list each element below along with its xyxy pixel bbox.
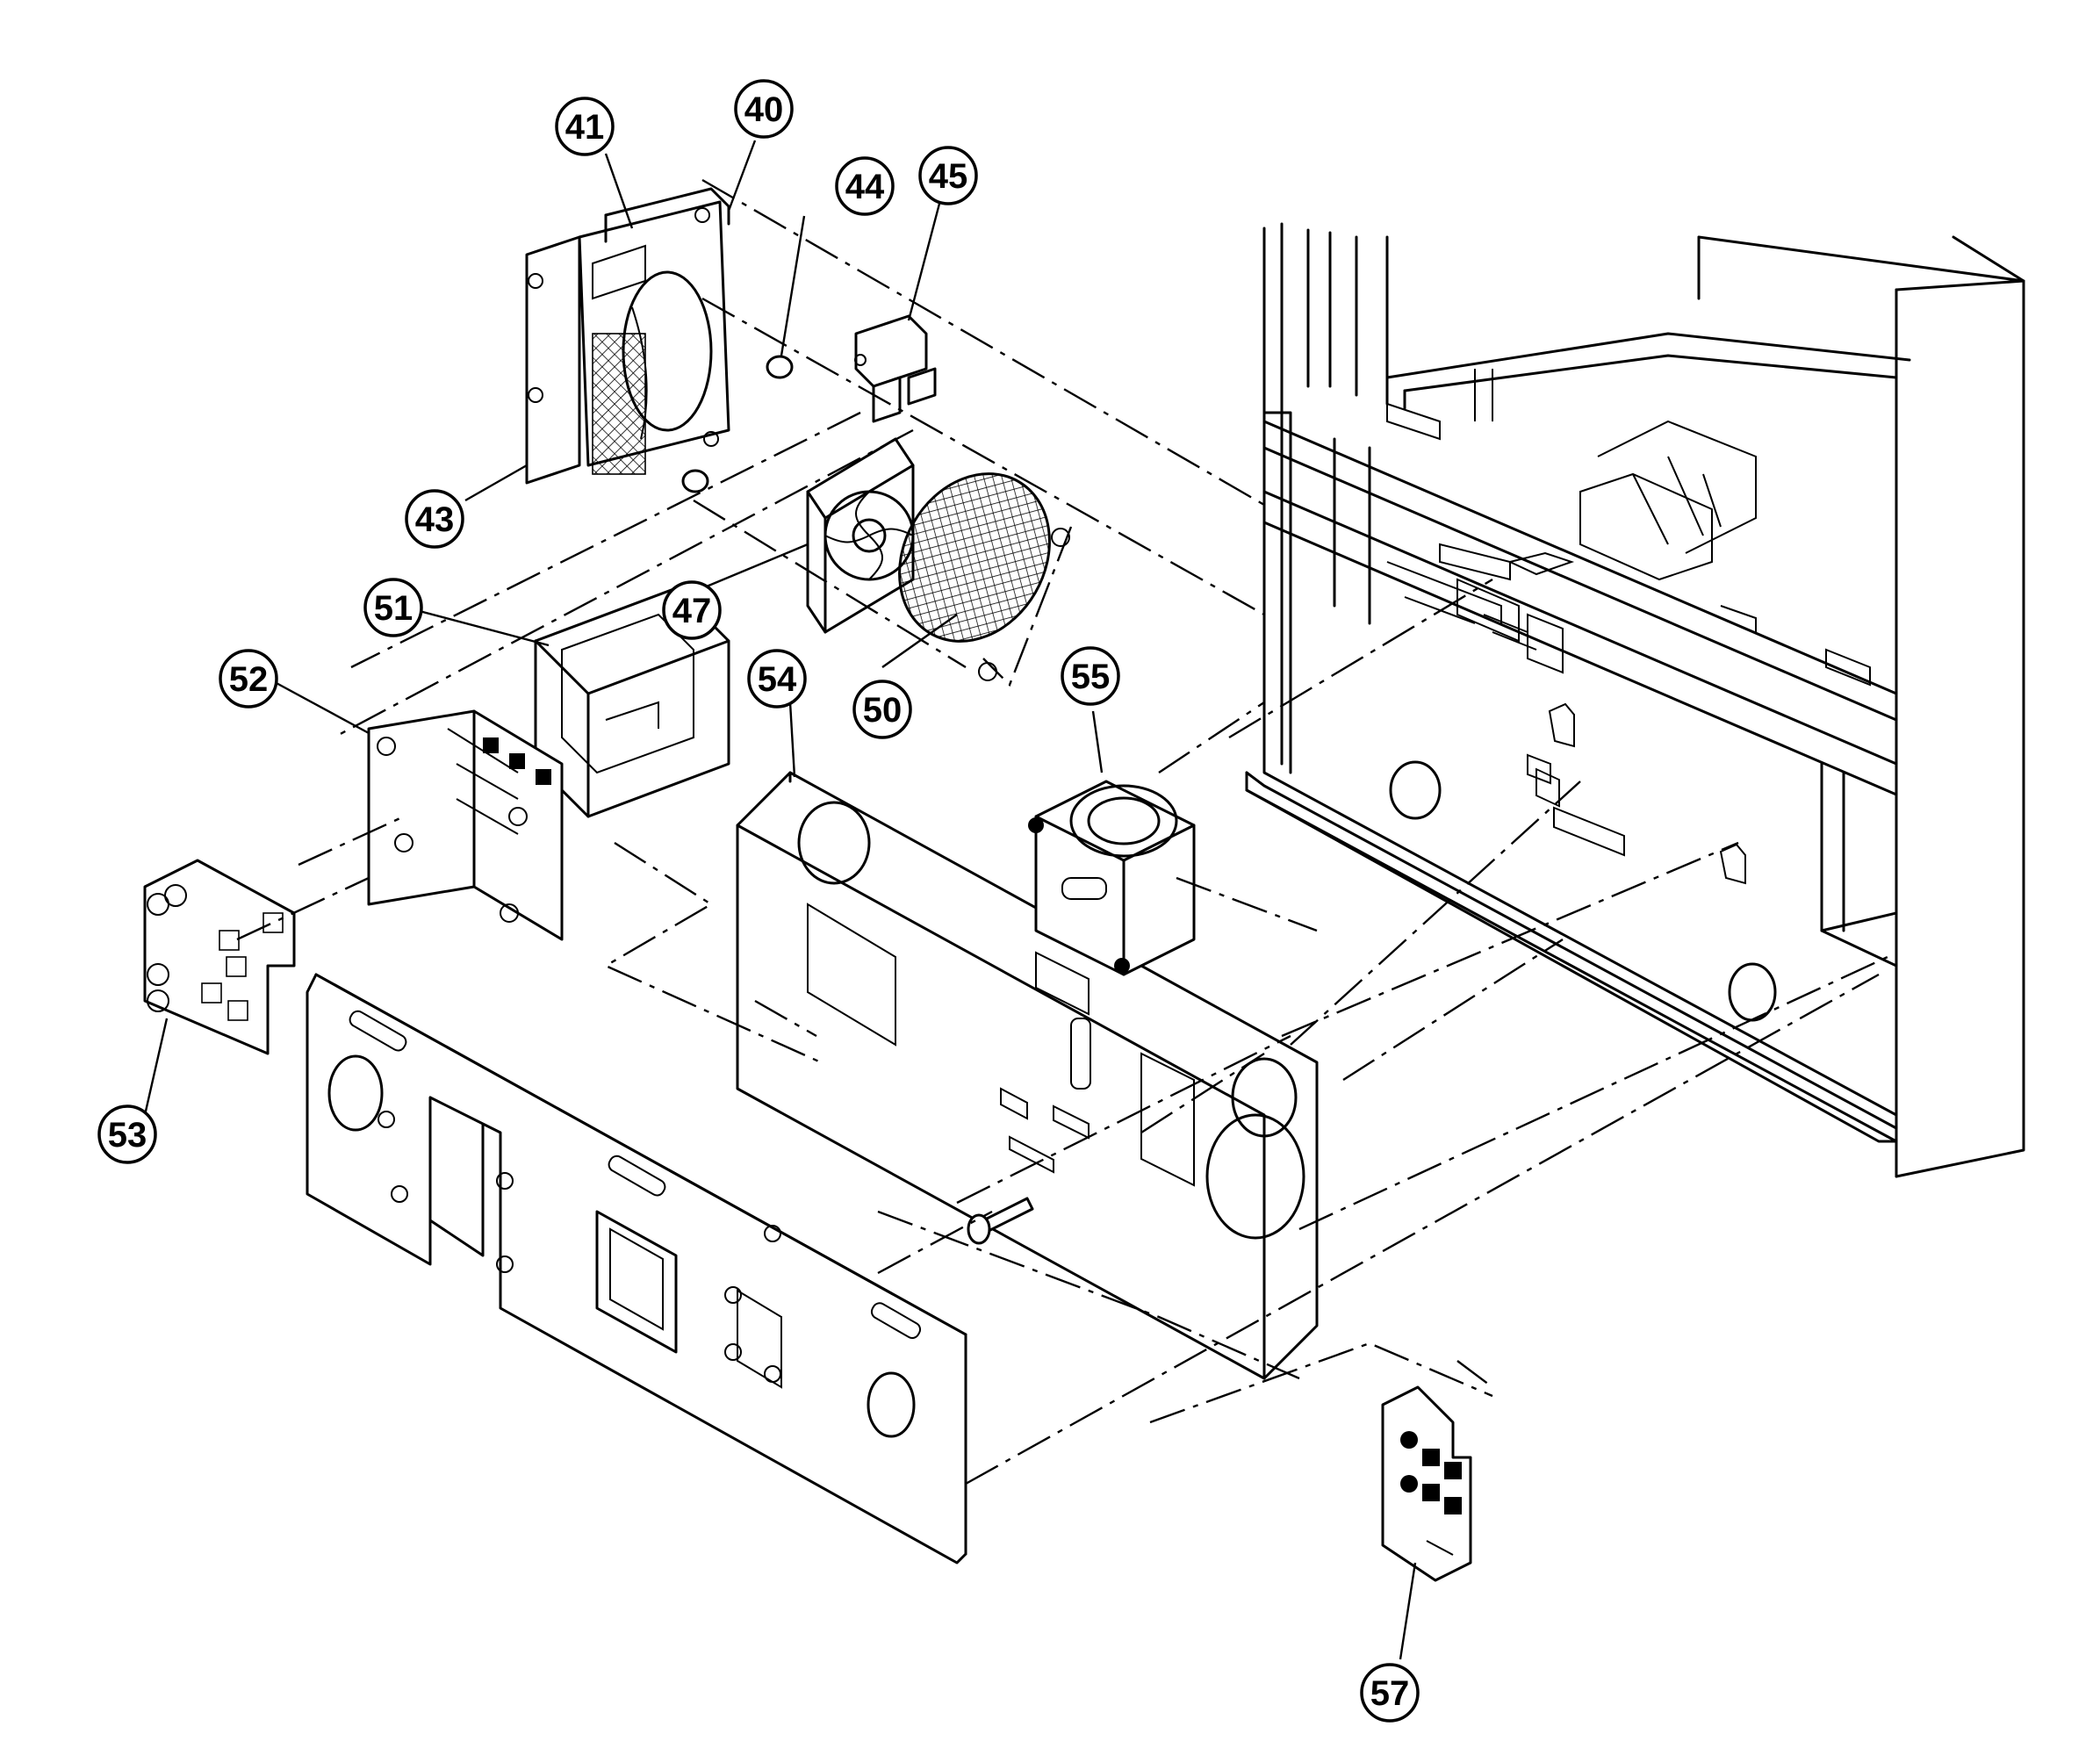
part-55-speaker xyxy=(1028,780,1196,976)
part-54-front-panel xyxy=(736,771,1319,1380)
callout-44: 44 xyxy=(835,156,895,216)
callout-label-43: 43 xyxy=(415,500,455,539)
callout-label-50: 50 xyxy=(863,691,903,730)
callout-52: 52 xyxy=(219,649,278,709)
callout-54: 54 xyxy=(747,649,807,709)
callout-label-52: 52 xyxy=(229,660,269,699)
callout-45: 45 xyxy=(918,146,978,205)
callout-43: 43 xyxy=(405,489,464,549)
part-53-circuit-board xyxy=(143,859,296,1055)
part-45-switch xyxy=(854,314,937,423)
callout-label-54: 54 xyxy=(758,660,797,699)
callout-label-53: 53 xyxy=(108,1116,147,1155)
part-41-40-bracket xyxy=(525,187,730,485)
callout-label-47: 47 xyxy=(672,592,712,630)
callout-47: 47 xyxy=(662,580,722,640)
screw xyxy=(967,1197,1034,1245)
callout-41: 41 xyxy=(555,97,615,156)
callout-53: 53 xyxy=(97,1104,157,1164)
part-47-fan xyxy=(806,437,915,634)
callout-51: 51 xyxy=(363,578,423,637)
callout-label-45: 45 xyxy=(929,157,968,196)
part-52-circuit-board xyxy=(367,709,564,941)
callout-55: 55 xyxy=(1061,646,1120,706)
callout-57: 57 xyxy=(1360,1663,1420,1723)
callout-label-44: 44 xyxy=(845,168,885,206)
callout-label-40: 40 xyxy=(744,90,784,129)
callout-label-55: 55 xyxy=(1071,658,1111,696)
callout-label-41: 41 xyxy=(565,108,605,147)
assembly-centerlines xyxy=(236,178,1888,1486)
callout-label-57: 57 xyxy=(1370,1674,1410,1713)
callout-40: 40 xyxy=(734,79,794,139)
back-panel xyxy=(306,973,967,1565)
callout-50: 50 xyxy=(852,680,912,739)
callout-label-51: 51 xyxy=(374,589,414,628)
part-44-spacer xyxy=(681,355,794,493)
callout-leaders xyxy=(143,140,1417,1660)
part-57-key-board xyxy=(1381,1385,1472,1582)
cabinet-body xyxy=(1245,222,2025,1178)
